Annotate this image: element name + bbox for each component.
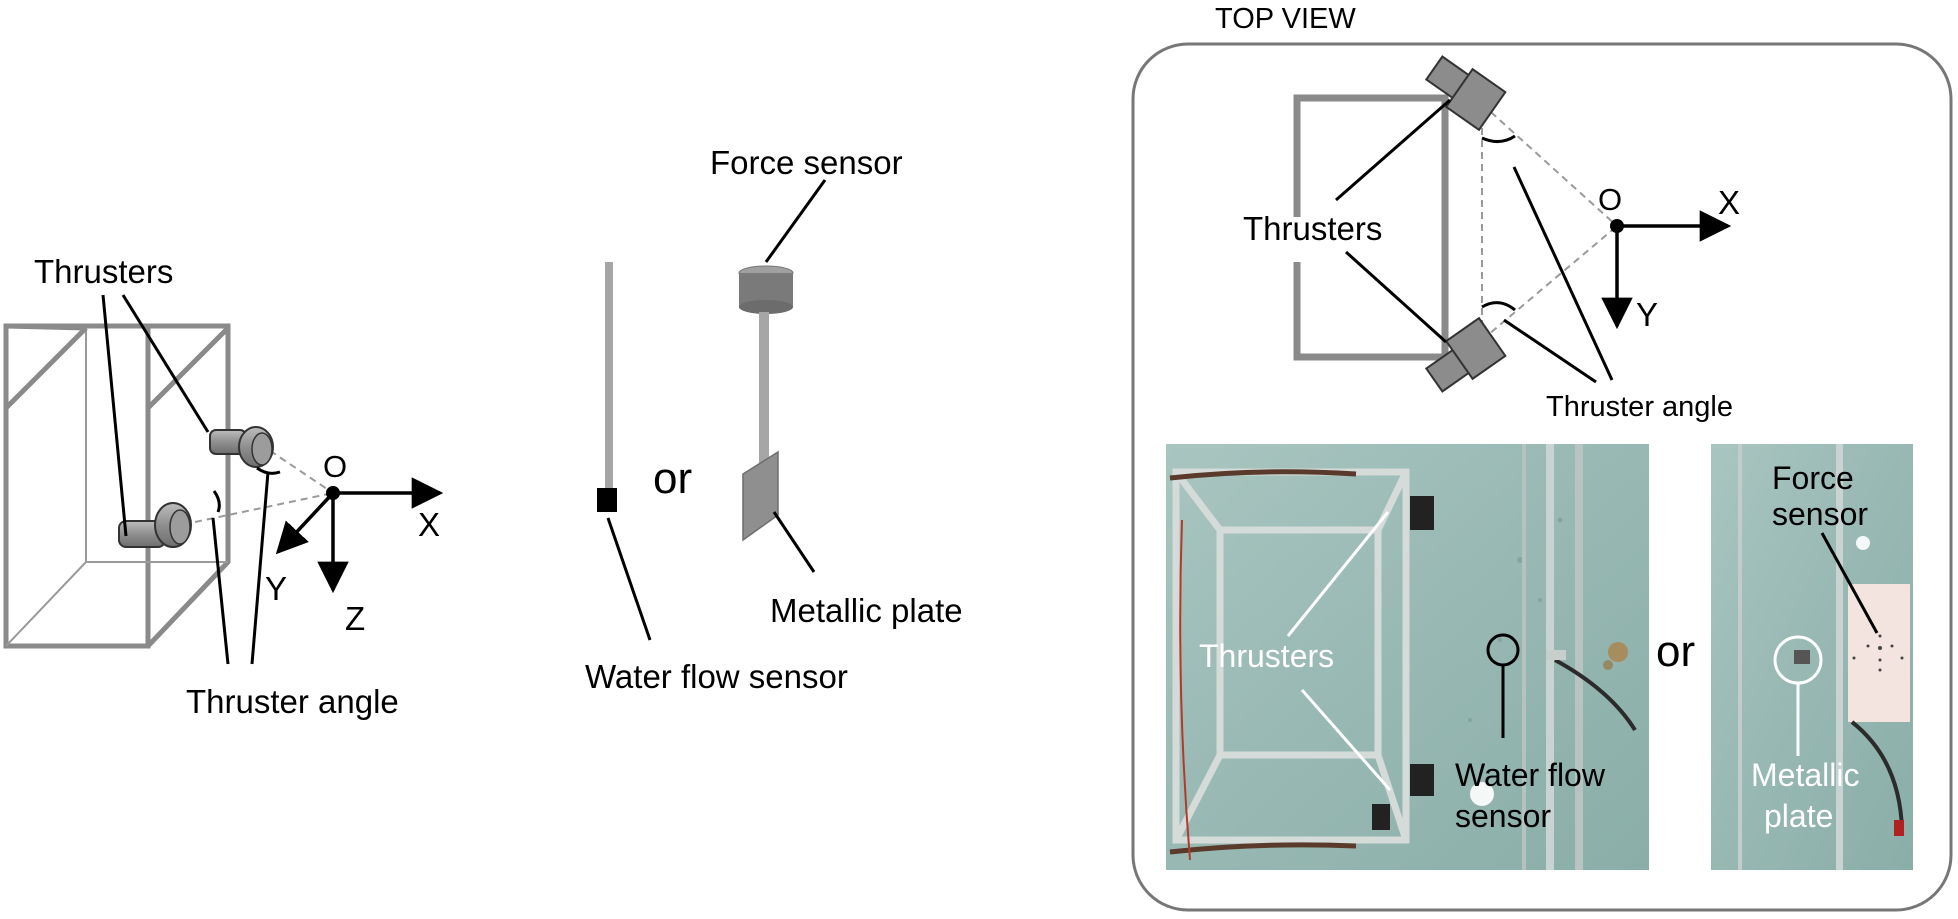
axis-origin-label: O [323, 449, 347, 484]
thruster-angle-label: Thruster angle [186, 683, 399, 720]
photo-tank-top: Thrusters Water flow sensor [1166, 444, 1649, 870]
top-view-thruster-upper [1424, 55, 1507, 132]
force-sensor-label: Force sensor [710, 144, 903, 181]
top-view-leader-lines [1335, 98, 1614, 384]
top-view-axis-x: X [1718, 184, 1740, 221]
top-view-thrusters-label: Thrusters [1243, 210, 1382, 247]
origin-dot [326, 486, 340, 500]
top-view-axes [1601, 210, 1732, 330]
axis-y-label: Y [265, 570, 287, 607]
axis-x-label: X [418, 506, 440, 543]
top-view-panel: TOP VIEW [1131, 3, 1953, 912]
metallic-plate [742, 450, 779, 542]
photo-force-label-line2: sensor [1772, 496, 1868, 532]
photo-water-flow-label-line2: sensor [1455, 798, 1551, 834]
photo-plate-label-line1: Metallic [1751, 757, 1859, 793]
top-view-axis-y: Y [1636, 296, 1658, 333]
sensor-diagram: or Force sensor Metallic plate Water flo… [585, 144, 963, 695]
top-view-thruster-angle-label: Thruster angle [1546, 391, 1733, 423]
thrusters-label: Thrusters [34, 253, 173, 290]
photo-force-label-line1: Force [1772, 460, 1854, 496]
photo-force-sensor: Force sensor Metallic plate [1711, 444, 1913, 870]
top-view-origin-dot [1610, 219, 1624, 233]
photo-plate-label-line2: plate [1764, 798, 1833, 834]
force-sensor [738, 265, 794, 314]
top-view-frame-shape [1293, 94, 1449, 361]
axis-z-label: Z [345, 600, 365, 637]
cube-diagram: Thrusters Thruster angle O X Y Z [3, 253, 444, 720]
top-view-frame [1131, 42, 1953, 912]
photo-water-flow-label-line1: Water flow [1455, 757, 1606, 793]
water-flow-rod [605, 262, 613, 490]
water-flow-sensor-head [597, 488, 617, 512]
cube-frame [3, 323, 231, 649]
left-axes [275, 477, 444, 594]
thruster-upper [209, 426, 274, 468]
top-view-thruster-lower [1424, 316, 1507, 393]
top-view-axis-origin: O [1598, 182, 1622, 217]
left-leader-lines [101, 294, 270, 665]
or-label: or [653, 454, 692, 503]
water-flow-sensor-label: Water flow sensor [585, 658, 848, 695]
top-view-angle-arcs [1481, 134, 1516, 312]
metallic-plate-label: Metallic plate [770, 592, 963, 629]
photo-thrusters-label: Thrusters [1199, 638, 1334, 674]
thruster-lower [118, 502, 192, 548]
top-view-or-label: or [1656, 627, 1695, 676]
top-view-title: TOP VIEW [1215, 3, 1356, 35]
cube-hidden-edges [5, 328, 228, 647]
force-sensor-rod [759, 312, 769, 464]
